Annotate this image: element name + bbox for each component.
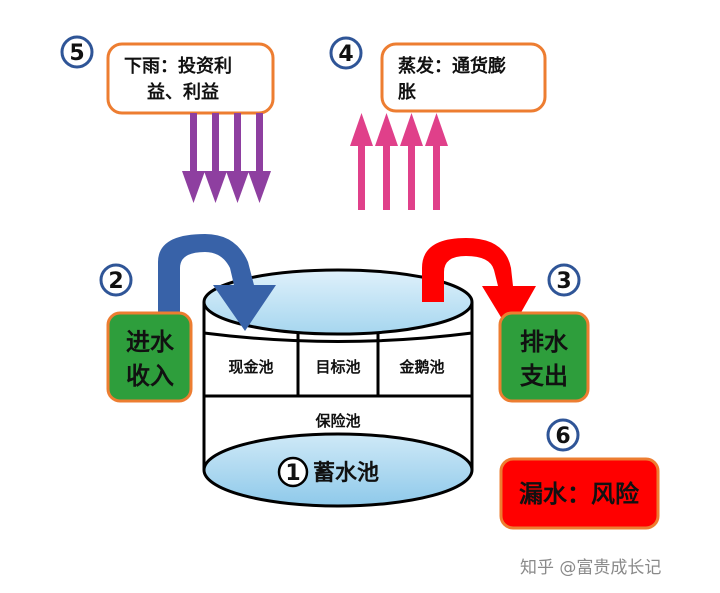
reservoir: 现金池 目标池 金鹅池 保险池 1 蓄水池 xyxy=(202,268,474,508)
rain-label-line1: 下雨：投资利 xyxy=(124,55,232,77)
svg-text:4: 4 xyxy=(338,42,353,67)
outflow-box: 排水 支出 xyxy=(498,311,590,403)
svg-text:5: 5 xyxy=(69,41,84,66)
leak-label: 漏水：风险 xyxy=(519,480,640,508)
cash-pool-label: 现金池 xyxy=(228,358,273,376)
rain-box: 下雨：投资利 益、利益 xyxy=(106,42,275,115)
inflow-arrow xyxy=(158,234,276,331)
evaporation-arrow xyxy=(350,113,373,210)
outflow-label-line1: 排水 xyxy=(520,328,569,356)
evaporation-label-line2: 胀 xyxy=(398,82,416,103)
evaporation-arrow xyxy=(425,113,448,210)
reservoir-label: 蓄水池 xyxy=(313,461,379,486)
insurance-pool-label: 保险池 xyxy=(314,412,360,430)
inflow-box: 进水 收入 xyxy=(106,311,193,403)
svg-text:2: 2 xyxy=(108,269,123,294)
svg-text:1: 1 xyxy=(285,461,300,486)
marker-4: 4 xyxy=(329,36,363,70)
marker-2: 2 xyxy=(99,263,133,297)
goal-pool-label: 目标池 xyxy=(315,358,360,376)
svg-text:6: 6 xyxy=(555,424,570,449)
marker-1: 1 xyxy=(277,456,309,488)
marker-5: 5 xyxy=(60,35,94,69)
rain-arrows xyxy=(182,113,271,203)
inflow-label-line2: 收入 xyxy=(126,362,174,390)
marker-6: 6 xyxy=(546,418,580,452)
watermark: 知乎 @富贵成长记 xyxy=(520,558,661,578)
rain-arrow xyxy=(226,113,249,203)
evaporation-box: 蒸发：通货膨 胀 xyxy=(380,42,547,113)
golden-goose-pool-label: 金鹅池 xyxy=(398,358,444,376)
rain-arrow xyxy=(248,113,271,203)
rain-arrow xyxy=(204,113,227,203)
evaporation-arrow xyxy=(375,113,398,210)
rain-label-line2: 益、利益 xyxy=(147,81,219,103)
outflow-arrow xyxy=(422,238,536,332)
leak-box: 漏水：风险 xyxy=(499,457,660,530)
inflow-label-line1: 进水 xyxy=(126,328,175,356)
evaporation-label-line1: 蒸发：通货膨 xyxy=(398,55,506,77)
outflow-label-line2: 支出 xyxy=(520,362,568,390)
marker-3: 3 xyxy=(547,263,581,297)
evaporation-arrows xyxy=(350,113,448,210)
rain-arrow xyxy=(182,113,205,203)
evaporation-arrow xyxy=(400,113,423,210)
svg-text:3: 3 xyxy=(556,269,571,294)
